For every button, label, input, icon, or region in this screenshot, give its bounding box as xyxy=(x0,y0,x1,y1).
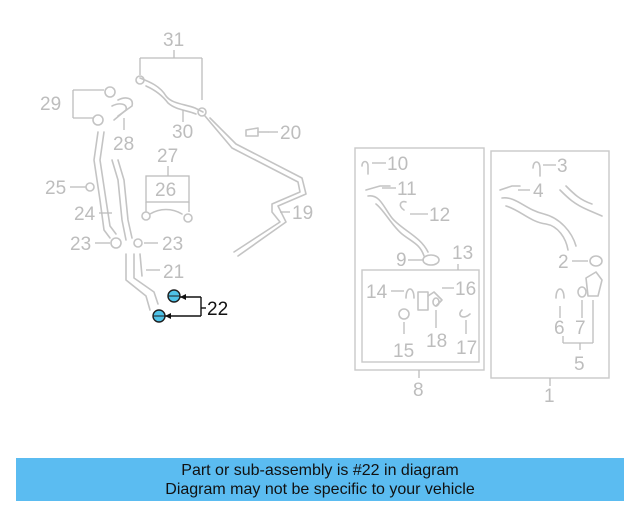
callout-26[interactable]: 26 xyxy=(155,180,176,201)
callout-24[interactable]: 24 xyxy=(74,204,96,225)
callout-12[interactable]: 12 xyxy=(429,205,450,226)
callout-17[interactable]: 17 xyxy=(456,338,477,359)
callout-30[interactable]: 30 xyxy=(172,122,193,143)
callout-28[interactable]: 28 xyxy=(113,134,134,155)
callout-11[interactable]: 11 xyxy=(397,179,417,200)
info-banner: Part or sub-assembly is #22 in diagram D… xyxy=(16,458,624,501)
banner-line-1: Part or sub-assembly is #22 in diagram xyxy=(181,462,459,479)
callout-6[interactable]: 6 xyxy=(554,318,565,339)
callout-29[interactable]: 29 xyxy=(40,94,61,115)
part-22-clamps[interactable]: 22 xyxy=(152,289,228,323)
callout-27[interactable]: 27 xyxy=(157,146,178,167)
right-assembly: 1 3 4 2 6 7 5 xyxy=(490,150,610,407)
callout-23a[interactable]: 23 xyxy=(70,234,91,255)
callout-4[interactable]: 4 xyxy=(533,181,544,202)
parts-diagram: 31 30 29 28 20 19 27 26 xyxy=(40,30,610,407)
callout-16[interactable]: 16 xyxy=(455,279,476,300)
callout-21[interactable]: 21 xyxy=(163,262,184,283)
middle-assembly: 8 10 11 12 9 13 14 16 15 18 17 xyxy=(354,147,485,401)
callout-31[interactable]: 31 xyxy=(163,30,184,51)
callout-5[interactable]: 5 xyxy=(574,354,585,375)
callout-23b[interactable]: 23 xyxy=(162,234,183,255)
callout-7[interactable]: 7 xyxy=(575,318,586,339)
left-assembly: 31 30 29 28 20 19 27 26 xyxy=(40,30,313,311)
callout-10[interactable]: 10 xyxy=(387,154,408,175)
callout-9[interactable]: 9 xyxy=(396,250,407,271)
callout-20[interactable]: 20 xyxy=(280,123,301,144)
callout-8[interactable]: 8 xyxy=(413,380,424,401)
callout-25[interactable]: 25 xyxy=(45,178,66,199)
callout-13[interactable]: 13 xyxy=(452,243,473,264)
callout-14[interactable]: 14 xyxy=(366,282,388,303)
callout-3[interactable]: 3 xyxy=(557,156,568,177)
callout-22[interactable]: 22 xyxy=(207,299,228,320)
callout-18[interactable]: 18 xyxy=(426,331,447,352)
callout-15[interactable]: 15 xyxy=(393,341,414,362)
banner-line-2: Diagram may not be specific to your vehi… xyxy=(165,481,475,498)
callout-2[interactable]: 2 xyxy=(558,252,569,273)
callout-19[interactable]: 19 xyxy=(292,203,313,224)
callout-1[interactable]: 1 xyxy=(544,386,555,407)
